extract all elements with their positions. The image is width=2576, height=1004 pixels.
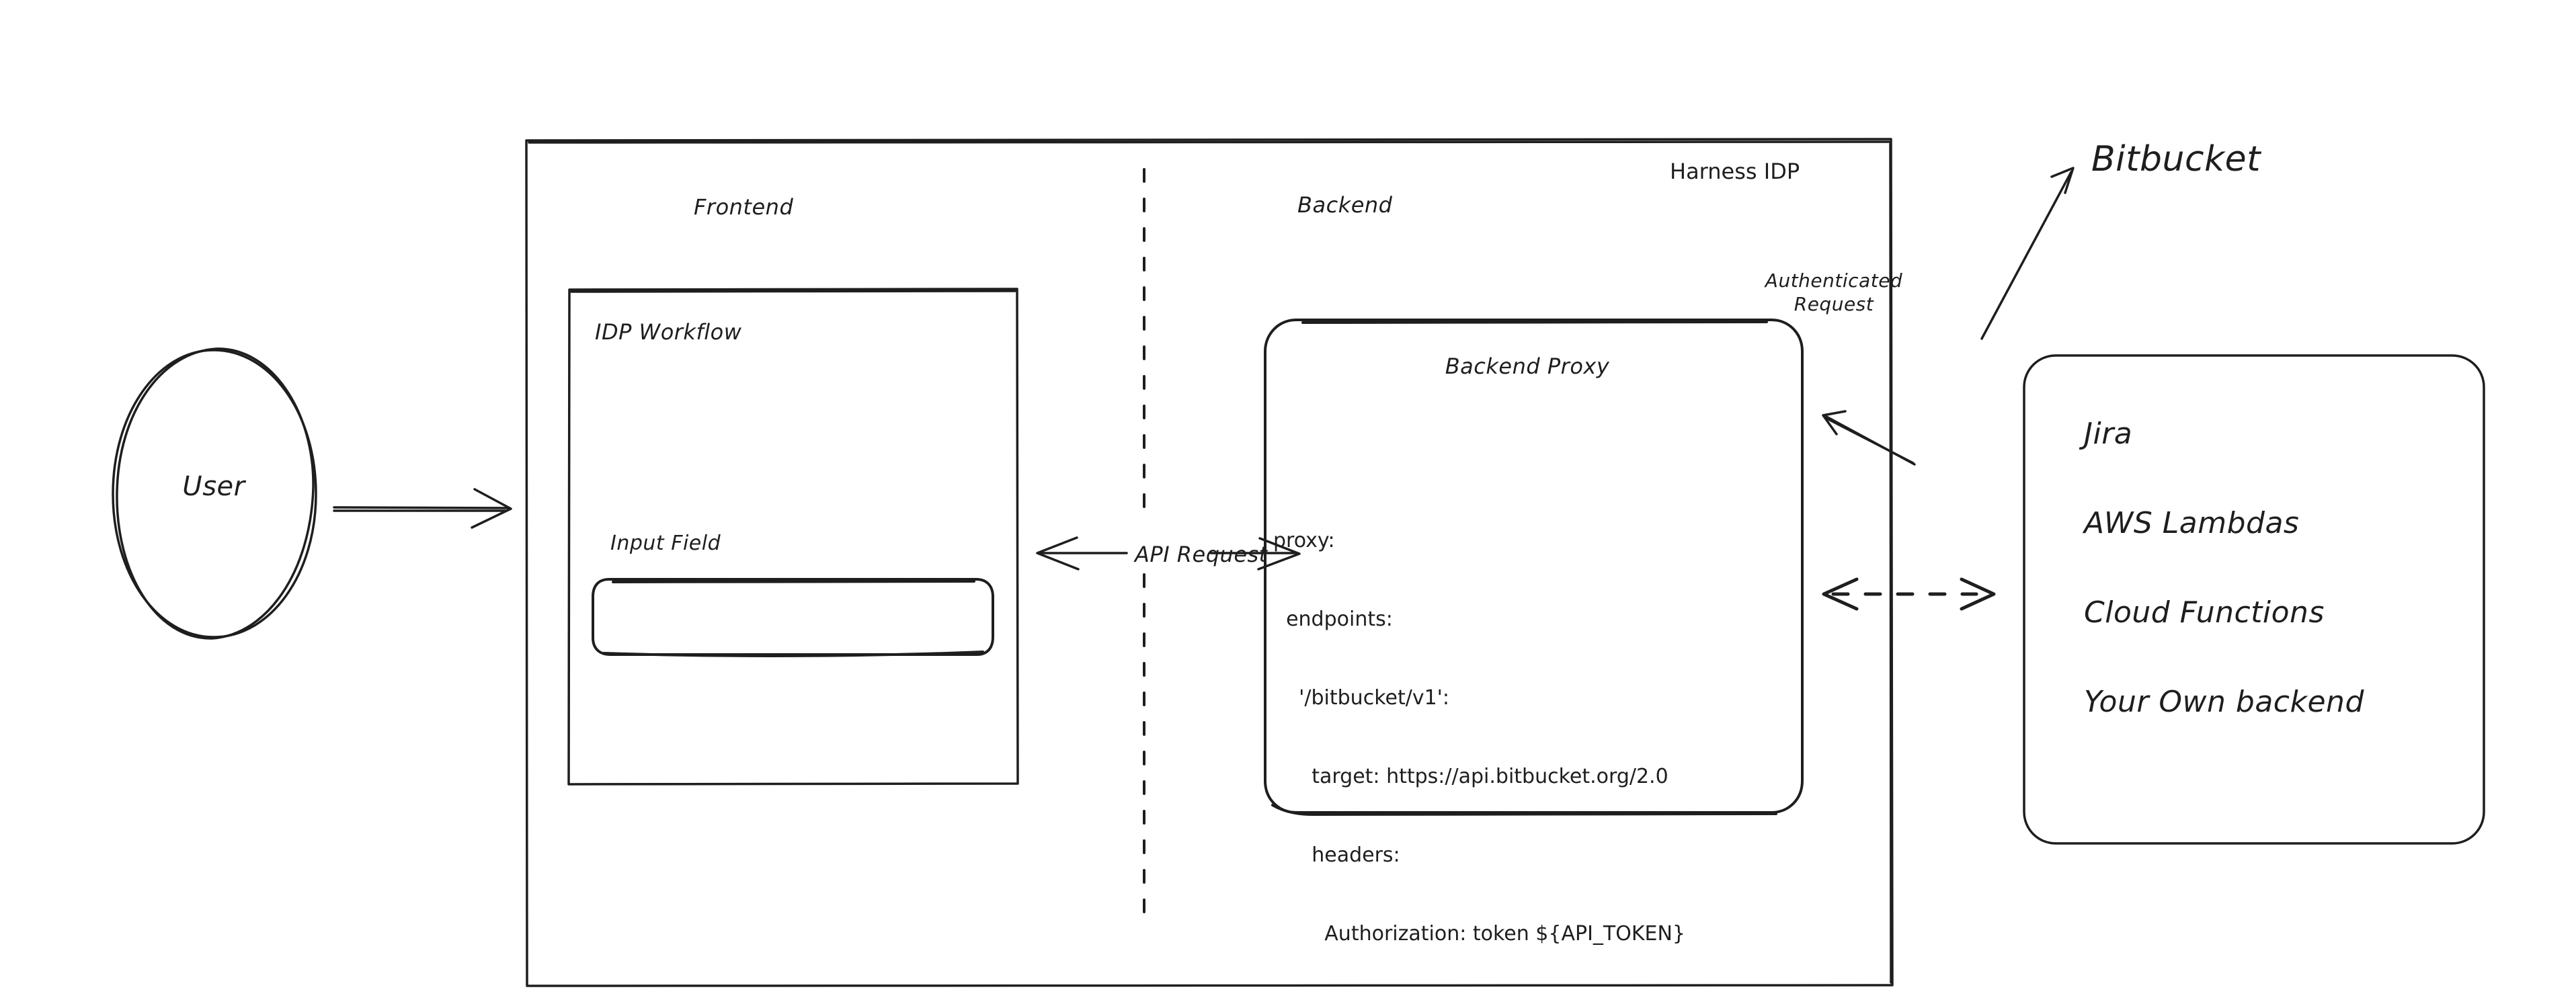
- idp-workflow-box: [567, 288, 1019, 786]
- backend-label: Backend: [1297, 192, 1393, 218]
- idp-workflow-title: IDP Workflow: [595, 319, 742, 345]
- input-field-box: [592, 578, 994, 657]
- config-line: '/bitbucket/v1':: [1273, 686, 1450, 710]
- backend-proxy-title: Backend Proxy: [1445, 353, 1610, 379]
- authenticated-request-line-2: Request: [1794, 293, 1874, 315]
- config-line: proxy:: [1273, 529, 1335, 552]
- input-field-label: Input Field: [610, 532, 721, 555]
- bitbucket-label: Bitbucket: [2091, 139, 2261, 179]
- config-line: headers:: [1273, 843, 1400, 867]
- user-ellipse: [112, 347, 317, 640]
- config-line: target: https://api.bitbucket.org/2.0: [1273, 765, 1668, 788]
- arrow-api-request: [1036, 536, 1301, 571]
- arrow-authenticated-request-out: [1980, 167, 2075, 340]
- harness-idp-container-outline: [525, 138, 1894, 987]
- external-service-item: Cloud Functions: [2084, 595, 2325, 630]
- user-label: User: [182, 471, 245, 502]
- arrow-user-to-idp: [333, 488, 512, 529]
- backend-proxy-box: [1264, 319, 1804, 816]
- external-service-item: Your Own backend: [2084, 685, 2364, 719]
- backend-proxy-config-code: proxy: endpoints: '/bitbucket/v1': targe…: [1273, 475, 1685, 999]
- arrow-authenticated-request-in: [1822, 410, 1916, 466]
- authenticated-request-line-1: Authenticated: [1765, 269, 1903, 292]
- external-services-box: [2023, 354, 2485, 845]
- external-services-list: Jira AWS Lambdas Cloud Functions Your Ow…: [2084, 388, 2364, 773]
- external-service-item: Jira: [2084, 417, 2133, 451]
- config-line: endpoints:: [1273, 608, 1393, 631]
- harness-idp-title: Harness IDP: [1670, 159, 1800, 184]
- frontend-label: Frontend: [694, 194, 794, 220]
- external-service-item: AWS Lambdas: [2084, 506, 2300, 540]
- api-request-connector-label: API Request: [1135, 542, 1268, 567]
- arrow-proxy-external: [1822, 577, 1996, 611]
- config-line: Authorization: token ${API_TOKEN}: [1273, 922, 1686, 946]
